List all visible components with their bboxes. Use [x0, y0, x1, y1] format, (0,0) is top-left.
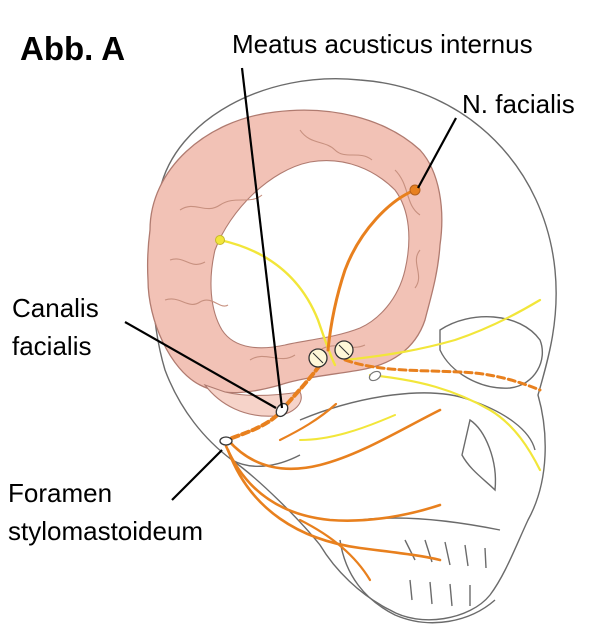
meatus-leader	[240, 67, 284, 409]
label-canalis-line2: facialis	[12, 331, 91, 361]
facial-nerve-branch-2	[224, 444, 442, 522]
teeth-lower	[409, 579, 471, 607]
cranium-outline	[151, 78, 557, 621]
facial-nerve-main	[326, 188, 417, 352]
figure-title: Abb. A	[20, 30, 125, 67]
zygomatic-opening	[368, 370, 382, 382]
facial-nerve-branch-1	[226, 408, 442, 471]
yellow-nerve-branch	[299, 414, 396, 441]
brain-white-matter	[210, 160, 410, 349]
meatus-inner-marks	[312, 344, 350, 364]
meatus-cross-sections	[308, 340, 354, 368]
yellow-nerve-face-upper	[343, 298, 542, 362]
facial-nerve-branch-5	[278, 402, 338, 442]
foramen-leader	[171, 449, 223, 501]
label-foramen-line2: stylomastoideum	[8, 516, 203, 546]
nasal-cavity	[461, 418, 497, 492]
occipital-base	[231, 454, 301, 468]
canalis-leader	[124, 321, 277, 409]
label-foramen-line1: Foramen	[8, 478, 112, 508]
eye-socket	[439, 316, 544, 389]
canalis-opening	[275, 402, 289, 418]
facial-nerve-branch-3	[226, 448, 442, 562]
yellow-nerve-brain	[218, 238, 337, 367]
leader-lines	[124, 67, 457, 501]
teeth-upper	[404, 539, 487, 569]
cheekbone	[299, 392, 536, 451]
facial-nerve-dashed-forward	[343, 358, 542, 392]
yellow-nerve-face-lower	[368, 373, 542, 472]
yellow-nerve-origin	[215, 235, 225, 245]
foramen-opening	[219, 436, 233, 446]
mandible	[339, 539, 496, 624]
facialis-leader	[417, 117, 457, 189]
label-canalis-line1: Canalis	[12, 293, 99, 323]
facial-nerve-branch-4	[298, 518, 372, 582]
skull	[151, 78, 557, 624]
label-meatus: Meatus acusticus internus	[232, 29, 533, 59]
brain	[146, 109, 443, 417]
label-facialis: N. facialis	[462, 89, 575, 119]
